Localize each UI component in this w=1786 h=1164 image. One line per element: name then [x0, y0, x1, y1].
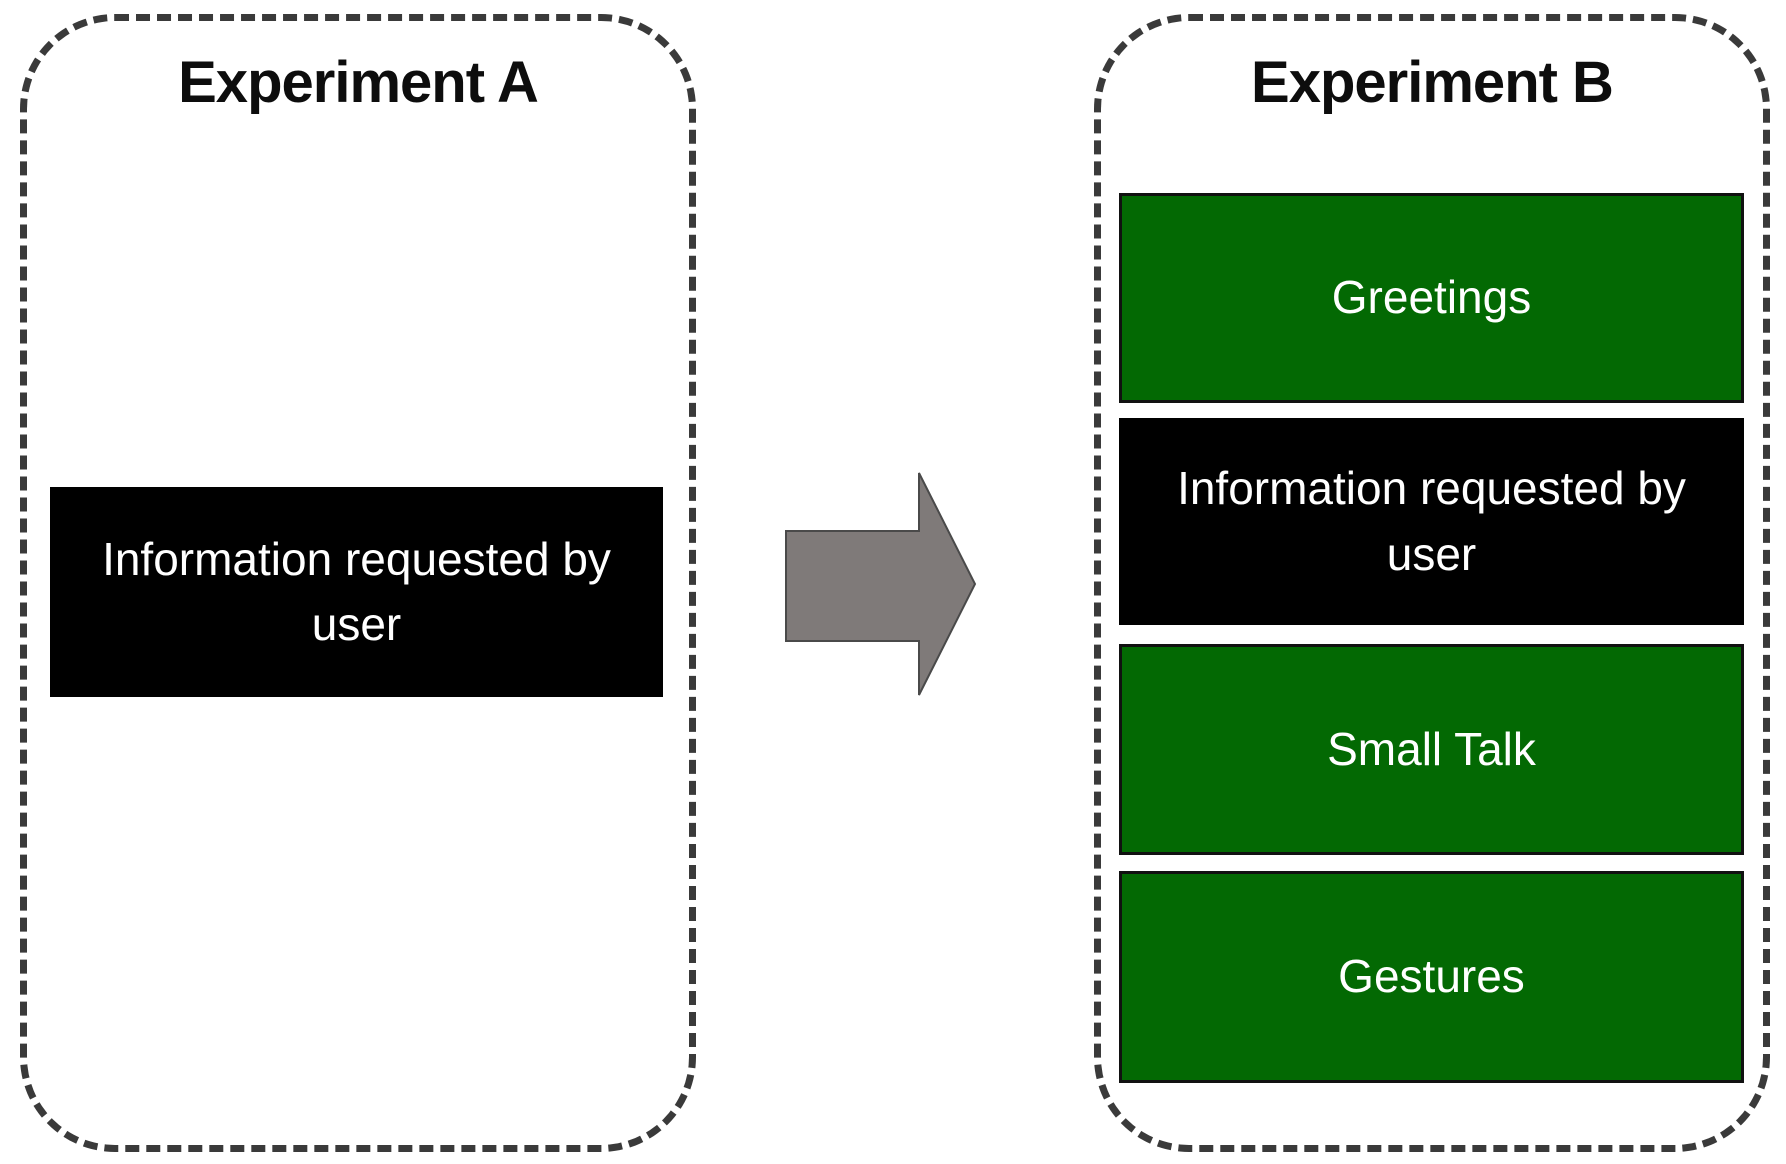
greetings-box: Greetings [1119, 193, 1744, 403]
experiment-a-title: Experiment A [178, 50, 539, 115]
experiment-b-panel: Experiment B Greetings Information reque… [1094, 14, 1770, 1152]
info-requested-by-user-box-b: Information requested by user [1119, 418, 1744, 625]
gestures-box: Gestures [1119, 871, 1744, 1083]
small-talk-box: Small Talk [1119, 644, 1744, 855]
experiment-b-title: Experiment B [1251, 50, 1614, 115]
info-requested-by-user-box-a: Information requested by user [50, 487, 663, 697]
experiment-a-panel: Experiment A Information requested by us… [20, 14, 696, 1152]
right-arrow-icon [785, 471, 977, 697]
